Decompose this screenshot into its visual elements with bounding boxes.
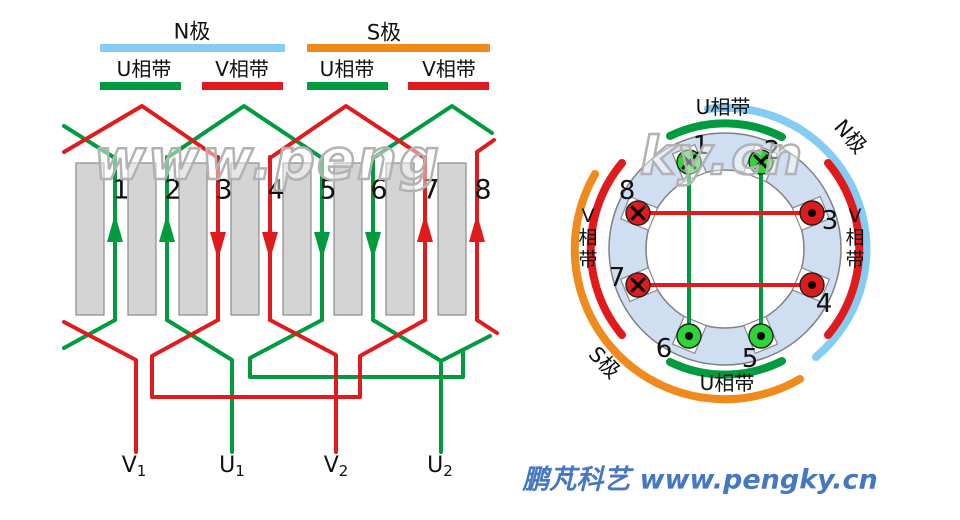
u-phase-band-label-2: U相带 xyxy=(319,57,375,81)
terminal-u2-main: U xyxy=(427,453,444,478)
slot-number-2: 2 xyxy=(164,174,182,206)
n-pole-arc xyxy=(704,103,871,361)
terminal-u2-sub: 2 xyxy=(443,462,453,480)
circle-slot-number-8: 8 xyxy=(618,176,636,206)
v-phase-bar-1 xyxy=(202,82,283,90)
slot-number-1: 1 xyxy=(112,174,130,206)
circle-v-phase-label-left: V 相 带 xyxy=(578,205,598,271)
phase-band-bars xyxy=(100,82,489,90)
circle-slot-number-4: 4 xyxy=(815,289,833,319)
terminal-v1-main: V xyxy=(121,453,137,478)
v-phase-band-label-1: V相带 xyxy=(215,57,269,81)
s-pole-label: S极 xyxy=(366,20,402,45)
n-pole-label: N极 xyxy=(173,19,211,44)
s-pole-bar xyxy=(307,44,490,52)
circle-slot-number-2: 2 xyxy=(763,136,781,166)
slot-marker-symbols xyxy=(630,154,769,293)
u-phase-coil-chords xyxy=(687,160,763,338)
v-phase-arc-right xyxy=(824,159,864,339)
circle-slot-number-7: 7 xyxy=(608,263,626,293)
slot-number-5: 5 xyxy=(319,174,337,206)
terminal-u1-sub: 1 xyxy=(235,462,245,480)
n-pole-bar xyxy=(100,44,285,52)
slot-number-7: 7 xyxy=(422,174,440,206)
v-phase-current-arrows xyxy=(210,214,485,260)
terminal-v2-sub: 2 xyxy=(338,462,349,480)
stator-ring xyxy=(608,132,842,366)
v-phase-band-label-2: V相带 xyxy=(422,57,476,81)
terminal-v1-sub: 1 xyxy=(136,462,147,480)
circle-slot-number-5: 5 xyxy=(741,344,759,374)
u-phase-current-arrows xyxy=(107,214,381,260)
circle-u-phase-label-bottom: U相带 xyxy=(699,371,755,395)
slot-marker-dots xyxy=(685,209,816,340)
terminal-v2-main: V xyxy=(323,453,339,478)
pole-bars xyxy=(100,44,490,52)
terminal-u2-label: U2 xyxy=(427,455,453,479)
terminal-u1-label: U1 xyxy=(219,455,245,479)
circle-slot-number-1: 1 xyxy=(692,131,710,161)
terminal-u1-main: U xyxy=(219,453,236,478)
annotation-arcs xyxy=(570,103,871,404)
terminal-v2-label: V2 xyxy=(324,455,349,479)
stator-teeth xyxy=(75,162,467,316)
v-phase-bar-2 xyxy=(408,82,489,90)
v-phase-arc-left xyxy=(586,159,626,339)
u-phase-bar-2 xyxy=(307,82,388,90)
s-pole-arc xyxy=(570,170,804,404)
u-phase-arc-bottom xyxy=(666,357,786,379)
circle-slot-number-6: 6 xyxy=(655,334,673,364)
slot-number-6: 6 xyxy=(370,174,388,206)
slot-number-4: 4 xyxy=(267,174,285,206)
u-phase-arc-top xyxy=(666,119,786,141)
u-phase-bar-1 xyxy=(100,82,181,90)
circle-v-phase-label-right: V 相 带 xyxy=(845,205,865,271)
terminal-v1-label: V1 xyxy=(122,455,147,479)
circle-u-phase-label-top: U相带 xyxy=(695,95,751,119)
circle-slot-number-3: 3 xyxy=(821,206,839,236)
slot-number-8: 8 xyxy=(474,174,492,206)
v-phase-coil-chords xyxy=(636,211,814,287)
u-phase-band-label-1: U相带 xyxy=(116,57,172,81)
slot-number-3: 3 xyxy=(215,174,233,206)
site-brand-text: 鹏芃科艺 www.pengky.cn xyxy=(522,464,878,496)
